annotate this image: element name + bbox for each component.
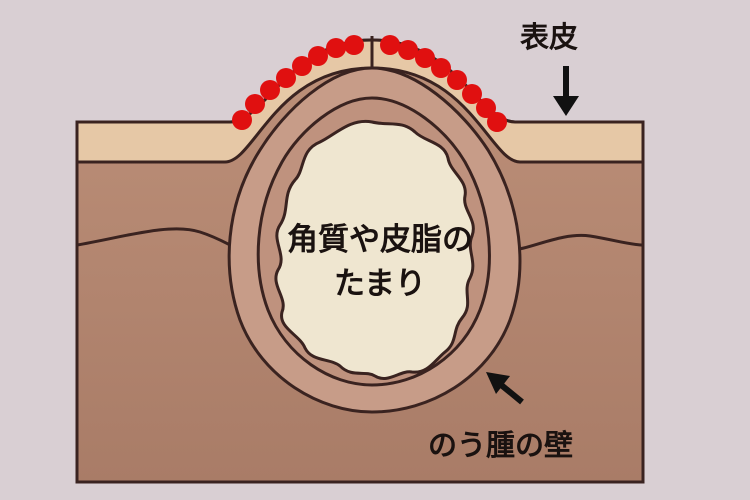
redness-dots: [232, 35, 507, 132]
contents-label-line1: 角質や皮脂の: [287, 222, 473, 258]
keratin-sebum-contents: [274, 119, 475, 380]
epidermis-label: 表皮: [520, 20, 579, 54]
contents-label: 角質や皮脂の たまり: [250, 218, 510, 306]
cyst-wall-label: のう腫の壁: [428, 428, 574, 462]
epidermis-arrow: [553, 66, 579, 116]
contents-label-line2: たまり: [333, 266, 427, 302]
cyst-wall-arrow: [486, 372, 524, 405]
